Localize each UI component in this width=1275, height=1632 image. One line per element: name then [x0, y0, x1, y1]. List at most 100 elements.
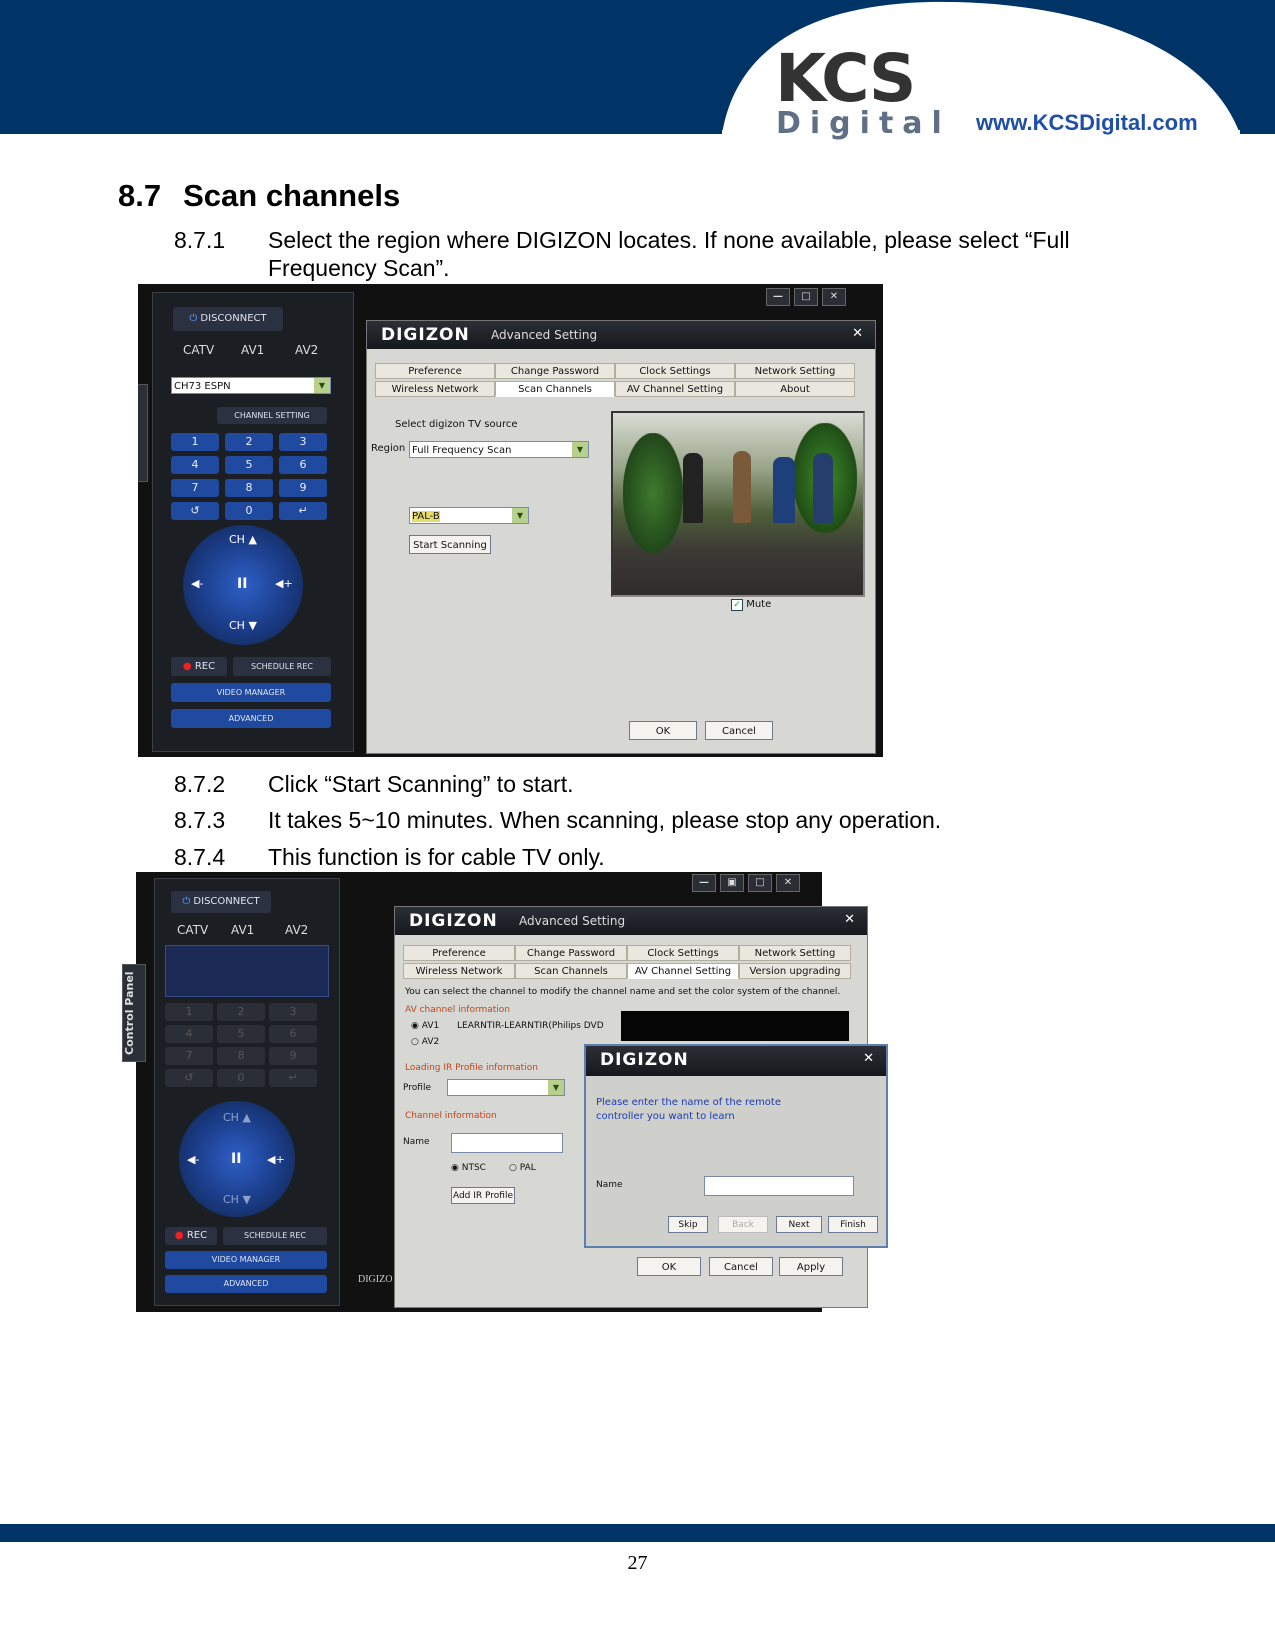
control-panel-tab[interactable]: Control Panel	[122, 964, 146, 1062]
key-5[interactable]: 5	[225, 456, 273, 474]
tab-scan-channels[interactable]: Scan Channels	[495, 381, 615, 397]
minimize-icon[interactable]: —	[766, 288, 790, 306]
source-av2[interactable]: AV2	[295, 343, 319, 357]
key-3[interactable]: 3	[279, 433, 327, 451]
tab-wireless-network[interactable]: Wireless Network	[403, 963, 515, 979]
ch-up-button[interactable]: CH ▲	[229, 533, 257, 546]
advanced-button[interactable]: ADVANCED	[165, 1275, 327, 1293]
system-select[interactable]: PAL-B▼	[409, 507, 529, 524]
video-manager-button[interactable]: VIDEO MANAGER	[171, 683, 331, 702]
volume-up-icon[interactable]: ◀+	[267, 1153, 285, 1166]
mute-checkbox[interactable]: ✓ Mute	[731, 599, 771, 611]
skip-button[interactable]: Skip	[668, 1216, 708, 1233]
volume-down-icon[interactable]: ◀-	[191, 577, 204, 590]
apply-button[interactable]: Apply	[779, 1257, 843, 1276]
tab-change-password[interactable]: Change Password	[515, 945, 627, 961]
radio-av2[interactable]: ○ AV2	[411, 1037, 440, 1047]
schedule-rec-button[interactable]: SCHEDULE REC	[223, 1227, 327, 1245]
key-6[interactable]: 6	[279, 456, 327, 474]
name-input[interactable]	[451, 1133, 563, 1153]
tab-preference[interactable]: Preference	[375, 363, 495, 379]
close-icon[interactable]: ✕	[844, 912, 855, 927]
volume-up-icon[interactable]: ◀+	[275, 577, 293, 590]
radio-ntsc[interactable]: ◉ NTSC	[451, 1163, 486, 1173]
key-9[interactable]: 9	[269, 1047, 317, 1065]
source-av1[interactable]: AV1	[241, 343, 265, 357]
back-button[interactable]: Back	[718, 1216, 768, 1233]
maximize-icon[interactable]: □	[748, 874, 772, 892]
disconnect-button[interactable]: ⏻ DISCONNECT	[173, 307, 283, 331]
tab-clock-settings[interactable]: Clock Settings	[627, 945, 739, 961]
region-select[interactable]: Full Frequency Scan▼	[409, 441, 589, 458]
key-4[interactable]: 4	[165, 1025, 213, 1043]
enter-key[interactable]: ↵	[269, 1069, 317, 1087]
key-8[interactable]: 8	[217, 1047, 265, 1065]
volume-down-icon[interactable]: ◀-	[187, 1153, 200, 1166]
source-av2[interactable]: AV2	[285, 923, 309, 937]
cancel-button[interactable]: Cancel	[709, 1257, 773, 1276]
source-catv[interactable]: CATV	[177, 923, 209, 937]
tab-preference[interactable]: Preference	[403, 945, 515, 961]
remote-name-input[interactable]	[704, 1176, 854, 1196]
source-av1[interactable]: AV1	[231, 923, 255, 937]
tab-change-password[interactable]: Change Password	[495, 363, 615, 379]
key-1[interactable]: 1	[171, 433, 219, 451]
control-panel-tab[interactable]: Control Panel	[138, 384, 148, 482]
tab-network-setting[interactable]: Network Setting	[739, 945, 851, 961]
add-ir-profile-button[interactable]: Add IR Profile	[451, 1187, 515, 1204]
key-5[interactable]: 5	[217, 1025, 265, 1043]
key-3[interactable]: 3	[269, 1003, 317, 1021]
tab-scan-channels[interactable]: Scan Channels	[515, 963, 627, 979]
video-manager-button[interactable]: VIDEO MANAGER	[165, 1251, 327, 1269]
pause-icon[interactable]: II	[237, 576, 248, 592]
ch-down-button[interactable]: CH ▼	[223, 1193, 251, 1206]
radio-av1[interactable]: ◉ AV1	[411, 1021, 440, 1031]
ch-up-button[interactable]: CH ▲	[223, 1111, 251, 1124]
back-key[interactable]: ↺	[165, 1069, 213, 1087]
close-icon[interactable]: ✕	[822, 288, 846, 306]
key-0[interactable]: 0	[225, 502, 273, 520]
key-9[interactable]: 9	[279, 479, 327, 497]
key-8[interactable]: 8	[225, 479, 273, 497]
tab-av-channel-setting[interactable]: AV Channel Setting	[627, 963, 739, 979]
close-icon[interactable]: ✕	[852, 326, 863, 341]
rec-button[interactable]: ● REC	[171, 657, 227, 676]
schedule-rec-button[interactable]: SCHEDULE REC	[233, 657, 331, 676]
key-4[interactable]: 4	[171, 456, 219, 474]
tab-about[interactable]: About	[735, 381, 855, 397]
tab-version-upgrading[interactable]: Version upgrading	[739, 963, 851, 979]
ch-down-button[interactable]: CH ▼	[229, 619, 257, 632]
minimize-icon[interactable]: —	[692, 874, 716, 892]
tab-network-setting[interactable]: Network Setting	[735, 363, 855, 379]
key-6[interactable]: 6	[269, 1025, 317, 1043]
enter-key[interactable]: ↵	[279, 502, 327, 520]
pause-icon[interactable]: II	[231, 1151, 242, 1167]
channel-setting-button[interactable]: CHANNEL SETTING	[217, 407, 327, 424]
tab-wireless-network[interactable]: Wireless Network	[375, 381, 495, 397]
tab-clock-settings[interactable]: Clock Settings	[615, 363, 735, 379]
ok-button[interactable]: OK	[637, 1257, 701, 1276]
key-7[interactable]: 7	[165, 1047, 213, 1065]
key-2[interactable]: 2	[225, 433, 273, 451]
back-key[interactable]: ↺	[171, 502, 219, 520]
close-icon[interactable]: ✕	[863, 1051, 874, 1066]
website-url[interactable]: www.KCSDigital.com	[976, 110, 1198, 135]
next-button[interactable]: Next	[776, 1216, 822, 1233]
rec-button[interactable]: ● REC	[165, 1227, 217, 1245]
source-catv[interactable]: CATV	[183, 343, 215, 357]
channel-select[interactable]: CH73 ESPN▼	[171, 377, 331, 394]
key-1[interactable]: 1	[165, 1003, 213, 1021]
ok-button[interactable]: OK	[629, 721, 697, 740]
key-7[interactable]: 7	[171, 479, 219, 497]
key-2[interactable]: 2	[217, 1003, 265, 1021]
key-0[interactable]: 0	[217, 1069, 265, 1087]
tab-av-channel-setting[interactable]: AV Channel Setting	[615, 381, 735, 397]
disconnect-button[interactable]: ⏻ DISCONNECT	[171, 891, 271, 913]
start-scanning-button[interactable]: Start Scanning	[409, 535, 491, 554]
close-icon[interactable]: ✕	[776, 874, 800, 892]
restore-icon[interactable]: ▣	[720, 874, 744, 892]
learning-keypad[interactable]	[165, 945, 329, 997]
profile-select[interactable]: ▼	[447, 1079, 565, 1096]
radio-pal[interactable]: ○ PAL	[509, 1163, 536, 1173]
navigation-dial[interactable]	[179, 1101, 295, 1217]
